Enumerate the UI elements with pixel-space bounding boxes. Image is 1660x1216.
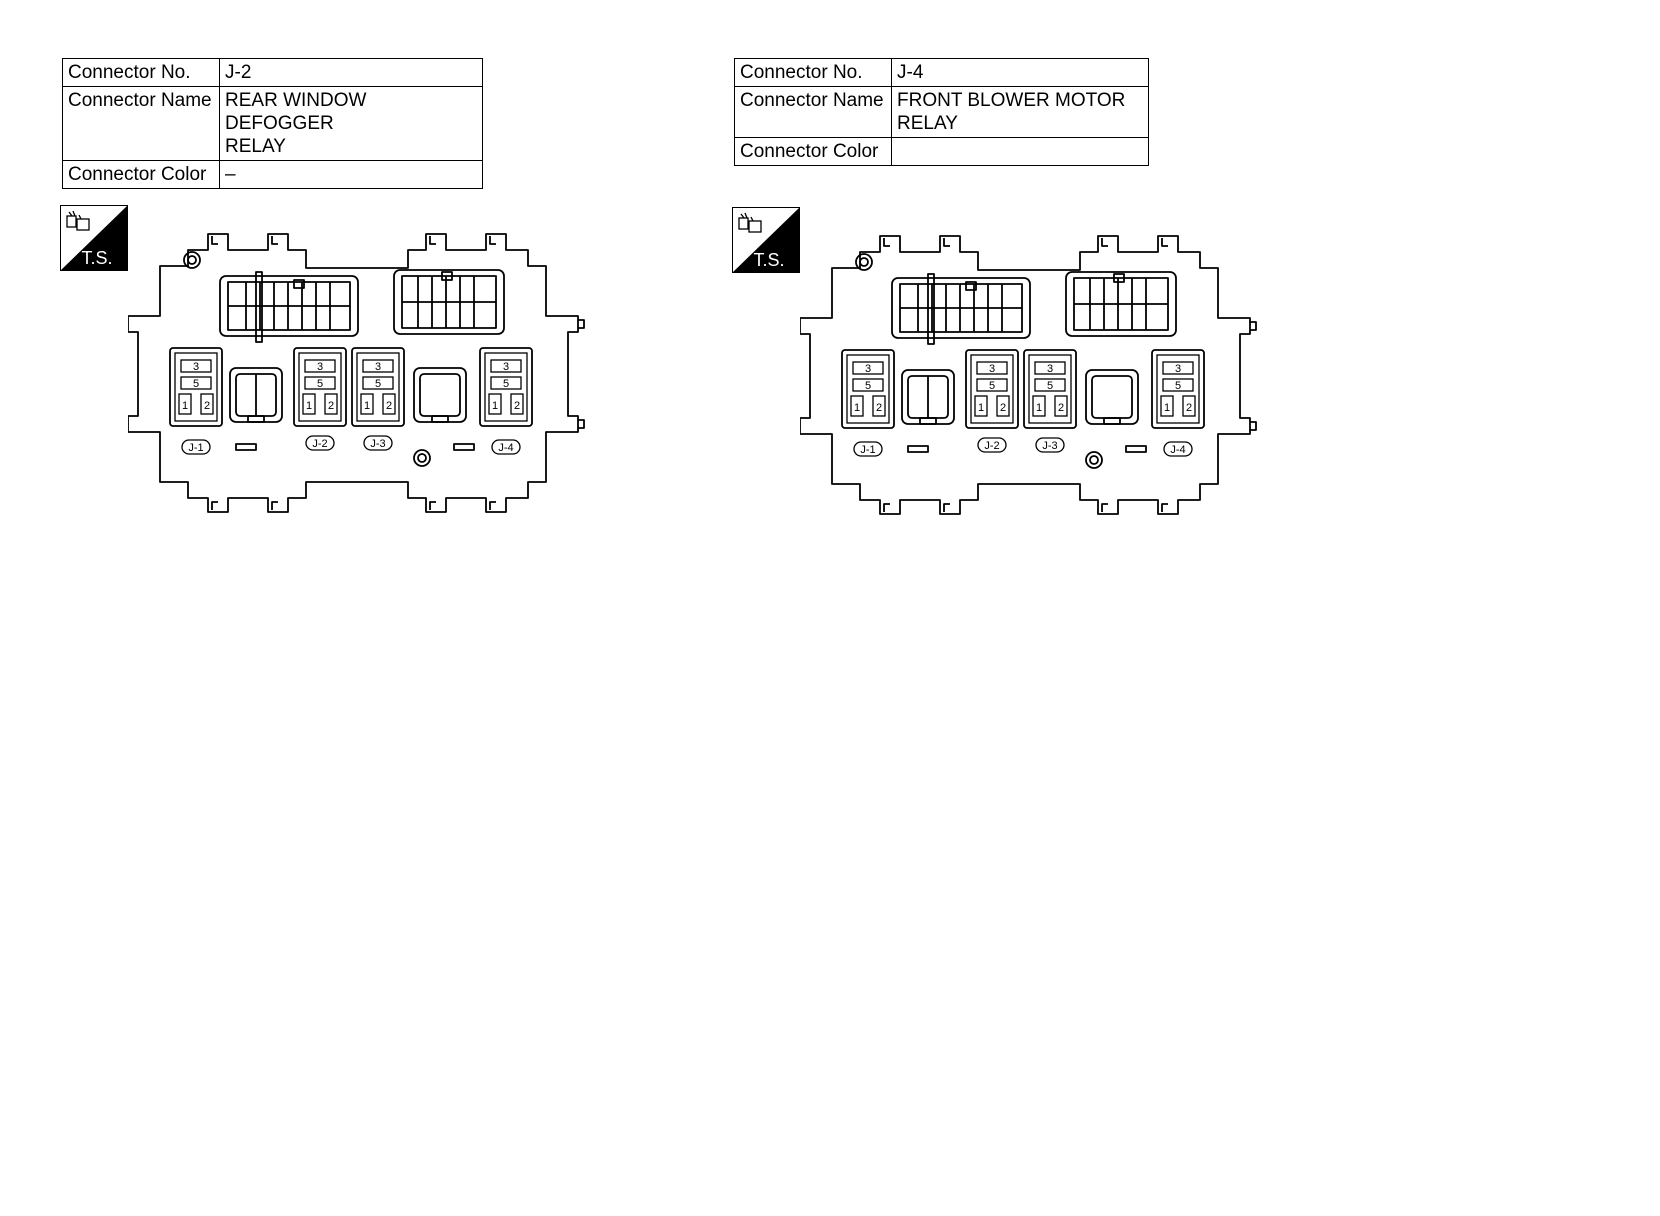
terminal-3: 3 bbox=[865, 363, 871, 375]
relay-label: J-2 bbox=[312, 438, 327, 450]
connector-panel-j4: Connector No. J-4 Connector Name FRONT B… bbox=[672, 0, 1372, 560]
connector-color-value: – bbox=[219, 160, 483, 189]
terminal-2: 2 bbox=[876, 402, 882, 414]
terminal-5: 5 bbox=[865, 380, 871, 392]
relay-socket-j3: 3 5 1 2 J-3 bbox=[1023, 349, 1077, 453]
connector-name-line2: RELAY bbox=[225, 136, 286, 157]
ts-label: T.S. bbox=[753, 250, 784, 270]
relay-label: J-3 bbox=[370, 438, 385, 450]
terminal-2: 2 bbox=[386, 400, 392, 412]
terminal-side-icon: T.S. bbox=[60, 205, 128, 271]
terminal-2: 2 bbox=[204, 400, 210, 412]
connector-color-label: Connector Color bbox=[62, 160, 220, 189]
connector-name-label: Connector Name bbox=[62, 86, 220, 161]
relay-socket-j1: 3 5 1 2 J-1 bbox=[841, 349, 895, 457]
terminal-5: 5 bbox=[317, 378, 323, 390]
connector-name-line1: FRONT BLOWER MOTOR bbox=[897, 90, 1126, 111]
housing-outline bbox=[128, 233, 579, 513]
ts-label: T.S. bbox=[81, 248, 112, 268]
connector-name-value: FRONT BLOWER MOTOR RELAY bbox=[891, 86, 1149, 138]
terminal-3: 3 bbox=[317, 361, 323, 373]
connector-name-label: Connector Name bbox=[734, 86, 892, 138]
multi-pin-connector-right bbox=[393, 269, 505, 335]
multi-pin-connector-right bbox=[1065, 271, 1177, 337]
relay-label: J-4 bbox=[1170, 444, 1185, 456]
terminal-2: 2 bbox=[328, 400, 334, 412]
terminal-3: 3 bbox=[989, 363, 995, 375]
relay-label: J-1 bbox=[860, 444, 875, 456]
terminal-2: 2 bbox=[1058, 402, 1064, 414]
relay-label: J-2 bbox=[984, 440, 999, 452]
relay-label: J-4 bbox=[498, 442, 513, 454]
relay-socket-j1: 3 5 1 2 J-1 bbox=[169, 347, 223, 455]
terminal-2: 2 bbox=[1186, 402, 1192, 414]
terminal-5: 5 bbox=[1175, 380, 1181, 392]
relay-label: J-3 bbox=[1042, 440, 1057, 452]
terminal-3: 3 bbox=[1047, 363, 1053, 375]
relay-socket-j3: 3 5 1 2 J-3 bbox=[351, 347, 405, 451]
terminal-1: 1 bbox=[306, 400, 312, 412]
junction-block-diagram: 3 5 1 2 J-1 3 5 1 2 J-2 bbox=[800, 235, 1257, 515]
connector-no-value: J-4 bbox=[891, 58, 1149, 87]
relay-label: J-1 bbox=[188, 442, 203, 454]
terminal-3: 3 bbox=[193, 361, 199, 373]
multi-pin-connector-left bbox=[219, 275, 359, 337]
connector-color-label: Connector Color bbox=[734, 137, 892, 166]
connector-info-table: Connector No. J-4 Connector Name FRONT B… bbox=[734, 58, 1149, 166]
terminal-3: 3 bbox=[375, 361, 381, 373]
connector-no-label: Connector No. bbox=[734, 58, 892, 87]
relay-socket-j2: 3 5 1 2 J-2 bbox=[293, 347, 347, 451]
junction-block-diagram: 3 5 1 2 J-1 3 5 1 2 J-2 bbox=[128, 233, 585, 513]
terminal-3: 3 bbox=[1175, 363, 1181, 375]
terminal-3: 3 bbox=[503, 361, 509, 373]
connector-name-line2: RELAY bbox=[897, 113, 958, 134]
connector-name-line1: REAR WINDOW DEFOGGER bbox=[225, 90, 367, 134]
terminal-2: 2 bbox=[514, 400, 520, 412]
terminal-5: 5 bbox=[503, 378, 509, 390]
connector-color-value bbox=[891, 137, 1149, 166]
connector-no-value: J-2 bbox=[219, 58, 483, 87]
relay-socket-j2: 3 5 1 2 J-2 bbox=[965, 349, 1019, 453]
multi-pin-connector-left bbox=[891, 277, 1031, 339]
relay-socket-j4: 3 5 1 2 J-4 bbox=[479, 347, 533, 455]
terminal-5: 5 bbox=[193, 378, 199, 390]
terminal-5: 5 bbox=[375, 378, 381, 390]
terminal-2: 2 bbox=[1000, 402, 1006, 414]
terminal-5: 5 bbox=[1047, 380, 1053, 392]
terminal-1: 1 bbox=[1164, 402, 1170, 414]
housing-outline bbox=[800, 235, 1251, 515]
connector-panel-j2: Connector No. J-2 Connector Name REAR WI… bbox=[0, 0, 700, 560]
terminal-1: 1 bbox=[364, 400, 370, 412]
terminal-1: 1 bbox=[1036, 402, 1042, 414]
connector-name-value: REAR WINDOW DEFOGGER RELAY bbox=[219, 86, 483, 161]
terminal-side-icon: T.S. bbox=[732, 207, 800, 273]
relay-socket-j4: 3 5 1 2 J-4 bbox=[1151, 349, 1205, 457]
terminal-1: 1 bbox=[854, 402, 860, 414]
terminal-1: 1 bbox=[182, 400, 188, 412]
terminal-1: 1 bbox=[978, 402, 984, 414]
terminal-5: 5 bbox=[989, 380, 995, 392]
connector-no-label: Connector No. bbox=[62, 58, 220, 87]
connector-info-table: Connector No. J-2 Connector Name REAR WI… bbox=[62, 58, 483, 189]
terminal-1: 1 bbox=[492, 400, 498, 412]
